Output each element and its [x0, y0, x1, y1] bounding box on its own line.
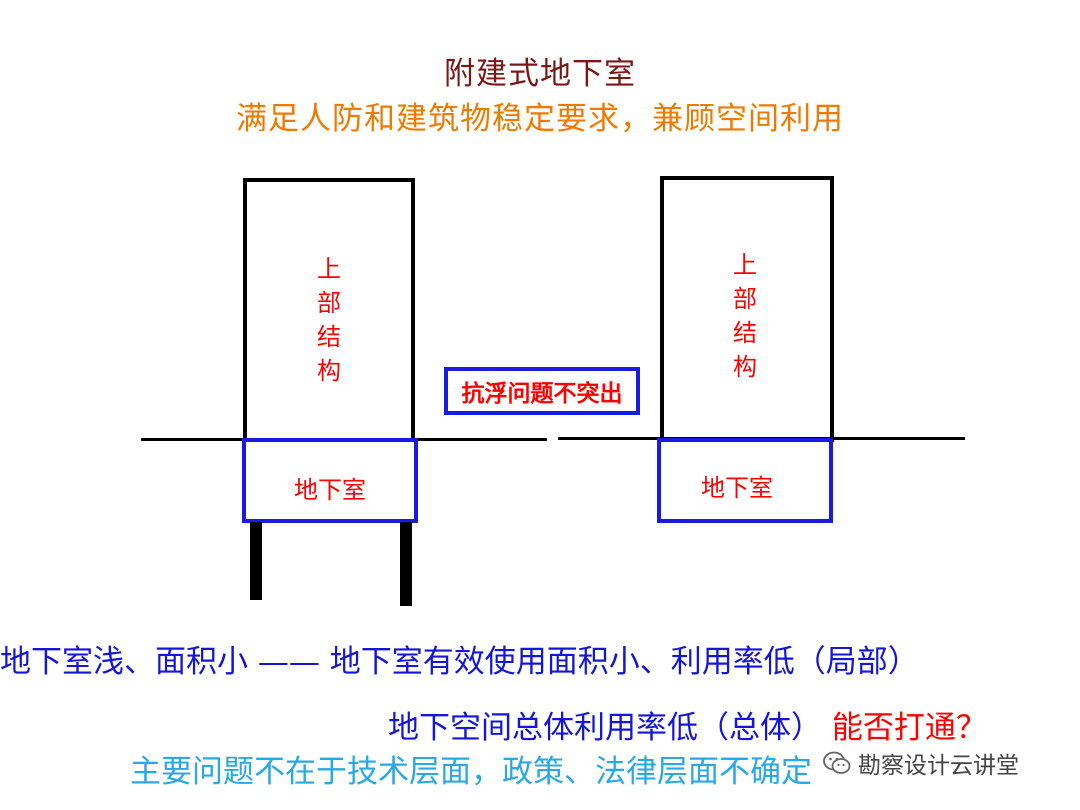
left-basement: 地下室 [242, 438, 418, 523]
conclusion-line-1: 地下室浅、面积小 —— 地下室有效使用面积小、利用率低（局部） [0, 644, 919, 680]
right-basement: 地下室 [657, 438, 833, 523]
right-upper-label: 上 部 结 构 [733, 251, 757, 381]
page-title: 附建式地下室 [444, 56, 636, 92]
conclusion-line-3: 主要问题不在于技术层面，政策、法律层面不确定 [130, 754, 812, 790]
watermark-text: 勘察设计云讲堂 [858, 753, 1019, 779]
wechat-icon [823, 751, 851, 774]
left-pile-2 [400, 522, 412, 606]
watermark: 勘察设计云讲堂 [822, 745, 1025, 781]
left-upper-structure: 上 部 结 构 [243, 178, 415, 442]
question-text: 能否打通？ [831, 710, 987, 746]
conclusion-line-2: 地下空间总体利用率低（总体） 能否打通？ [388, 702, 987, 747]
left-pile-1 [250, 522, 262, 600]
left-basement-label: 地下室 [294, 476, 366, 504]
page-subtitle: 满足人防和建筑物稳定要求，兼顾空间利用 [236, 101, 844, 137]
anti-float-callout: 抗浮问题不突出 [444, 367, 640, 415]
left-upper-label: 上 部 结 构 [317, 255, 341, 385]
right-basement-label: 地下室 [701, 474, 773, 502]
conclusion-line-2-main: 地下空间总体利用率低（总体） [388, 710, 832, 746]
right-upper-structure: 上 部 结 构 [660, 176, 834, 442]
